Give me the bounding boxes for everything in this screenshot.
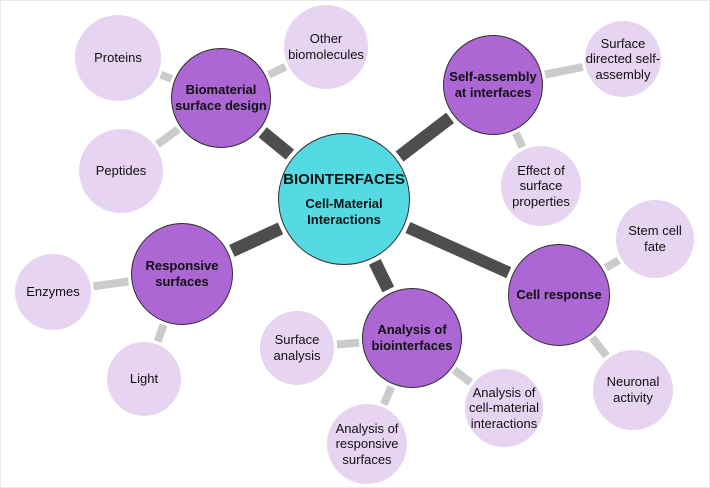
branch-label: Analysis of biointerfaces xyxy=(371,322,453,353)
connector-biomaterial-other-biomolecules xyxy=(266,63,288,79)
connector-responsive-light xyxy=(153,323,168,343)
leaf-label: Analysis of responsive surfaces xyxy=(335,420,399,467)
leaf-analysis-of-responsive-surfaces: Analysis of responsive surfaces xyxy=(327,404,407,484)
connector-biomaterial-peptides xyxy=(154,126,181,148)
leaf-label: Other biomolecules xyxy=(288,31,364,62)
leaf-surface-analysis: Surface analysis xyxy=(260,311,334,385)
leaf-analysis-of-cell-material-interactions: Analysis of cell-material interactions xyxy=(465,369,543,447)
leaf-label: Light xyxy=(129,371,159,387)
connector-analysis-responsive-surfaces xyxy=(380,385,395,406)
branch-self-assembly-at-interfaces: Self-assembly at interfaces xyxy=(443,35,543,135)
branch-analysis-of-biointerfaces: Analysis of biointerfaces xyxy=(362,288,462,388)
leaf-label: Stem cell fate xyxy=(628,223,682,254)
connector-center-analysis xyxy=(368,259,395,293)
leaf-peptides: Peptides xyxy=(79,129,163,213)
leaf-effect-of-surface-properties: Effect of surface properties xyxy=(501,146,581,226)
leaf-label: Surface directed self-assembly xyxy=(585,35,661,82)
branch-label: Self-assembly at interfaces xyxy=(449,69,537,100)
connector-center-cell-response xyxy=(405,222,512,279)
branch-label: Biomaterial surface design xyxy=(175,82,267,113)
connector-center-responsive xyxy=(229,222,284,257)
leaf-enzymes: Enzymes xyxy=(15,254,91,330)
connector-analysis-surface-analysis xyxy=(336,338,360,349)
leaf-label: Neuronal activity xyxy=(606,374,660,405)
connector-cell-response-stem-cell xyxy=(603,256,621,272)
leaf-label: Effect of surface properties xyxy=(512,162,570,209)
center-title: BIOINTERFACES xyxy=(283,170,405,188)
connector-cell-response-neuronal xyxy=(589,335,610,359)
connector-center-biomaterial xyxy=(258,127,295,160)
connector-self-assembly-effect-of-surface xyxy=(512,131,527,149)
leaf-neuronal-activity: Neuronal activity xyxy=(593,350,673,430)
center-node-biointerfaces: BIOINTERFACES Cell-Material Interactions xyxy=(278,133,410,265)
branch-cell-response: Cell response xyxy=(508,244,610,346)
leaf-stem-cell-fate: Stem cell fate xyxy=(616,200,694,278)
connector-biomaterial-proteins xyxy=(159,70,174,83)
branch-biomaterial-surface-design: Biomaterial surface design xyxy=(171,48,271,148)
branch-label: Responsive surfaces xyxy=(145,258,219,289)
branch-label: Cell response xyxy=(516,287,602,303)
leaf-label: Proteins xyxy=(94,50,142,66)
connector-center-self-assembly xyxy=(395,112,455,162)
leaf-label: Enzymes xyxy=(26,284,80,300)
connector-responsive-enzymes xyxy=(93,277,130,291)
leaf-label: Surface analysis xyxy=(273,332,321,363)
connector-analysis-cell-material xyxy=(451,366,474,386)
leaf-label: Analysis of cell-material interactions xyxy=(468,384,540,431)
leaf-light: Light xyxy=(107,342,181,416)
leaf-label: Peptides xyxy=(95,163,147,179)
leaf-surface-directed-self-assembly: Surface directed self-assembly xyxy=(585,21,661,97)
branch-responsive-surfaces: Responsive surfaces xyxy=(131,223,233,325)
leaf-other-biomolecules: Other biomolecules xyxy=(284,5,368,89)
leaf-proteins: Proteins xyxy=(75,15,161,101)
connector-self-assembly-surface-directed xyxy=(544,63,584,79)
center-subtitle: Cell-Material Interactions xyxy=(305,195,383,227)
